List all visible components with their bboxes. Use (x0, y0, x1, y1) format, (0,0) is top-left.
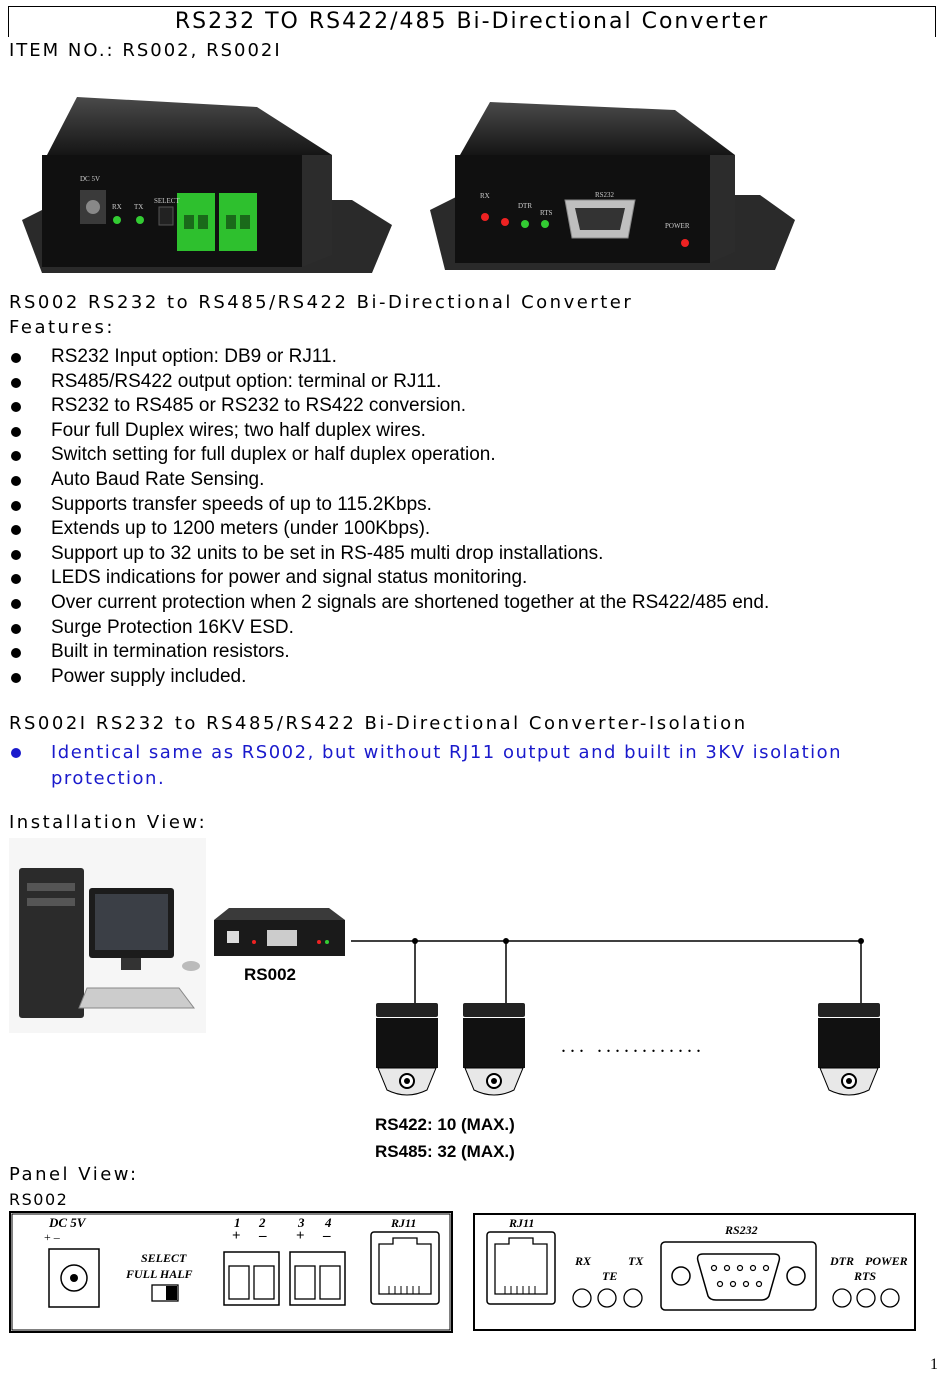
panel-view-label: Panel View: (9, 1164, 139, 1185)
product-photo-rs002i: RX DTR RTS RS232 POWER (430, 102, 795, 270)
panel-tx-label: TX (628, 1254, 644, 1268)
pin-label-3: 3 (297, 1215, 305, 1230)
camera-icon (463, 1003, 525, 1096)
list-item: RS232 Input option: DB9 or RJ11. (9, 345, 769, 370)
list-item: Surge Protection 16KV ESD. (9, 616, 769, 641)
list-item: Extends up to 1200 meters (under 100Kbps… (9, 517, 769, 542)
item-number: ITEM NO.: RS002, RS002I (9, 40, 282, 61)
panel-rts-label: RTS (853, 1269, 876, 1283)
photo-label-rx: RX (112, 203, 122, 211)
panel-select-label: SELECT (141, 1251, 187, 1265)
list-item: RS485/RS422 output option: terminal or R… (9, 370, 769, 395)
product-photo-rs002: DC 5V RX TX SELECT (22, 97, 392, 273)
installation-diagram: RS002 ... ............ RS422: 10 (MAX.) … (9, 838, 880, 1161)
led-rts-icon (856, 1288, 876, 1308)
section2-heading: RS002I RS232 to RS485/RS422 Bi-Direction… (9, 713, 748, 734)
list-item: Auto Baud Rate Sensing. (9, 468, 769, 493)
bullet-icon (11, 748, 21, 758)
photo-label-select: SELECT (154, 197, 180, 205)
computer-illustration (9, 838, 206, 1033)
led-te-icon (597, 1288, 617, 1308)
pin-sign-2: – (258, 1228, 267, 1244)
pin-sign-1: + (232, 1228, 241, 1244)
list-item: Power supply included. (9, 665, 769, 690)
section2-bullet-text: Identical same as RS002, but without RJ1… (51, 742, 843, 789)
pin-label-2: 2 (258, 1215, 266, 1230)
list-item: Support up to 32 units to be set in RS-4… (9, 542, 769, 567)
installation-view-label: Installation View: (9, 812, 208, 833)
photo-label-rx2: RX (480, 192, 490, 200)
page-number: 1 (930, 1356, 938, 1373)
title-box: RS232 TO RS422/485 Bi-Directional Conver… (8, 6, 936, 37)
max-label-rs485: RS485: 32 (MAX.) (375, 1142, 515, 1161)
photo-label-rts: RTS (540, 209, 553, 217)
panel-rx-label: RX (574, 1254, 592, 1268)
camera-icon (376, 1003, 438, 1096)
panel-te-label: TE (602, 1269, 617, 1283)
pin-label-1: 1 (234, 1215, 241, 1230)
list-item: RS232 to RS485 or RS232 to RS422 convers… (9, 394, 769, 419)
section2-bullet: Identical same as RS002, but without RJ1… (9, 740, 909, 792)
list-item: Four full Duplex wires; two half duplex … (9, 419, 769, 444)
list-item: Supports transfer speeds of up to 115.2K… (9, 493, 769, 518)
led-power-icon (880, 1288, 900, 1308)
panel-rj11-left-label: RJ11 (390, 1216, 416, 1230)
panel-view-diagram: DC 5V + – SELECT FULL HALF 1 2 3 4 + – +… (9, 1211, 916, 1333)
photo-label-dc: DC 5V (80, 175, 100, 183)
camera-dots: ... ............ (561, 1035, 705, 1057)
panel-fullhalf-label: FULL HALF (125, 1267, 193, 1281)
panel-view-model: RS002 (9, 1190, 69, 1209)
panel-dtr-label: DTR (829, 1254, 854, 1268)
led-rx-icon (572, 1288, 592, 1308)
list-item: LEDS indications for power and signal st… (9, 566, 769, 591)
rs002-device-illustration (214, 908, 345, 956)
panel-power-label: POWER (865, 1254, 908, 1268)
features-list: RS232 Input option: DB9 or RJ11. RS485/R… (9, 345, 769, 689)
section1-title: RS002 RS232 to RS485/RS422 Bi-Directiona… (9, 292, 634, 313)
page-title: RS232 TO RS422/485 Bi-Directional Conver… (174, 9, 770, 34)
pin-sign-3: + (296, 1228, 305, 1244)
photo-label-rs232: RS232 (595, 191, 615, 199)
max-label-rs422: RS422: 10 (MAX.) (375, 1115, 515, 1134)
photo-label-tx: TX (134, 203, 143, 211)
panel-rj11-right-label: RJ11 (508, 1216, 534, 1230)
photo-label-power: POWER (665, 222, 690, 230)
led-dtr-icon (832, 1288, 852, 1308)
pin-sign-4: – (322, 1228, 331, 1244)
camera-icon (818, 1003, 880, 1096)
panel-dc-label: DC 5V (48, 1215, 87, 1230)
install-device-label: RS002 (244, 965, 296, 984)
panel-rs232-label: RS232 (724, 1223, 758, 1237)
led-tx-icon (623, 1288, 643, 1308)
pin-label-4: 4 (324, 1215, 332, 1230)
list-item: Switch setting for full duplex or half d… (9, 443, 769, 468)
photo-label-dtr: DTR (518, 202, 532, 210)
list-item: Built in termination resistors. (9, 640, 769, 665)
section1-heading: RS002 RS232 to RS485/RS422 Bi-Directiona… (9, 290, 633, 340)
features-label: Features: (9, 317, 115, 338)
panel-dc-polarity: + – (44, 1230, 61, 1244)
list-item: Over current protection when 2 signals a… (9, 591, 769, 616)
